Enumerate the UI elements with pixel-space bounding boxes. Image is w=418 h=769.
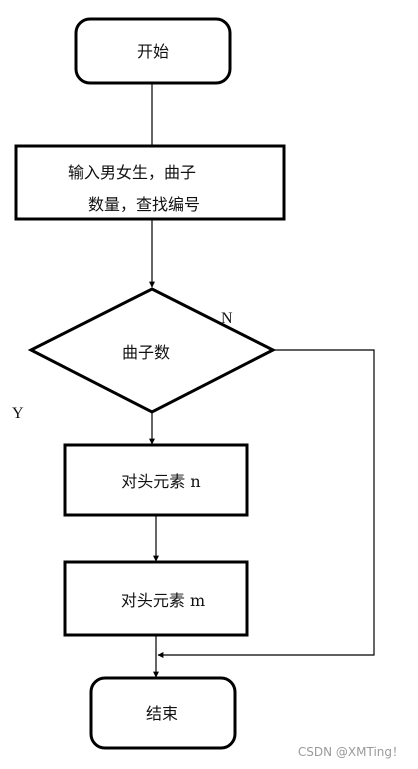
input-label-line1: 输入男女生，曲子 <box>68 163 196 182</box>
edge-decision-no-bypass <box>157 349 375 658</box>
end-terminal <box>89 676 237 750</box>
watermark-text: CSDN @XMTing！ <box>298 745 404 759</box>
end-label: 结束 <box>146 704 178 723</box>
branch-no-label: N <box>221 310 233 327</box>
decision-label: 曲子数 <box>122 343 170 362</box>
decision-diamond <box>27 287 277 414</box>
start-label: 开始 <box>137 42 169 61</box>
process-m-box <box>63 560 249 637</box>
process-m-label: 对头元素 m <box>121 591 205 610</box>
branch-yes-label: Y <box>12 405 24 422</box>
start-terminal <box>74 17 232 85</box>
input-label-line2: 数量，查找编号 <box>88 195 200 214</box>
process-n-box <box>63 443 249 517</box>
input-box <box>14 144 286 221</box>
process-n-label: 对头元素 n <box>121 472 200 491</box>
